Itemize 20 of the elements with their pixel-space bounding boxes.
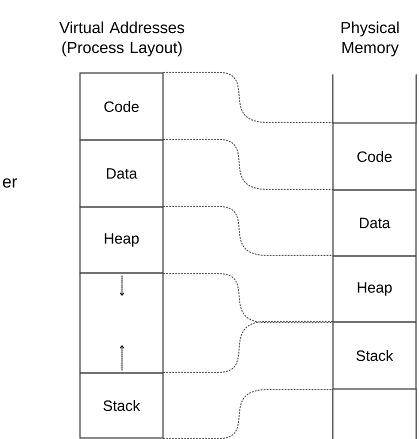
cropped-text: er xyxy=(2,178,17,188)
memory-segment: Stack xyxy=(332,321,417,390)
mapping-line xyxy=(163,320,333,373)
mapping-line xyxy=(163,72,333,123)
column-heading: Physical Memory xyxy=(342,22,399,56)
memory-segment: Code xyxy=(79,72,164,141)
empty-segment xyxy=(332,74,417,124)
memory-segment: Heap xyxy=(332,255,417,323)
mapping-line xyxy=(163,273,333,324)
mapping-line xyxy=(163,389,333,439)
mapping-line xyxy=(163,138,333,190)
memory-segment: Data xyxy=(79,139,164,208)
mapping-line xyxy=(163,206,333,256)
empty-segment xyxy=(332,388,417,439)
column-heading: Virtual Addresses (Process Layout) xyxy=(59,22,184,56)
memory-segment: Code xyxy=(332,122,417,191)
memory-segment: Stack xyxy=(79,372,164,439)
memory-segment: Data xyxy=(332,189,417,257)
empty-segment xyxy=(79,272,164,374)
memory-segment: Heap xyxy=(79,206,164,274)
